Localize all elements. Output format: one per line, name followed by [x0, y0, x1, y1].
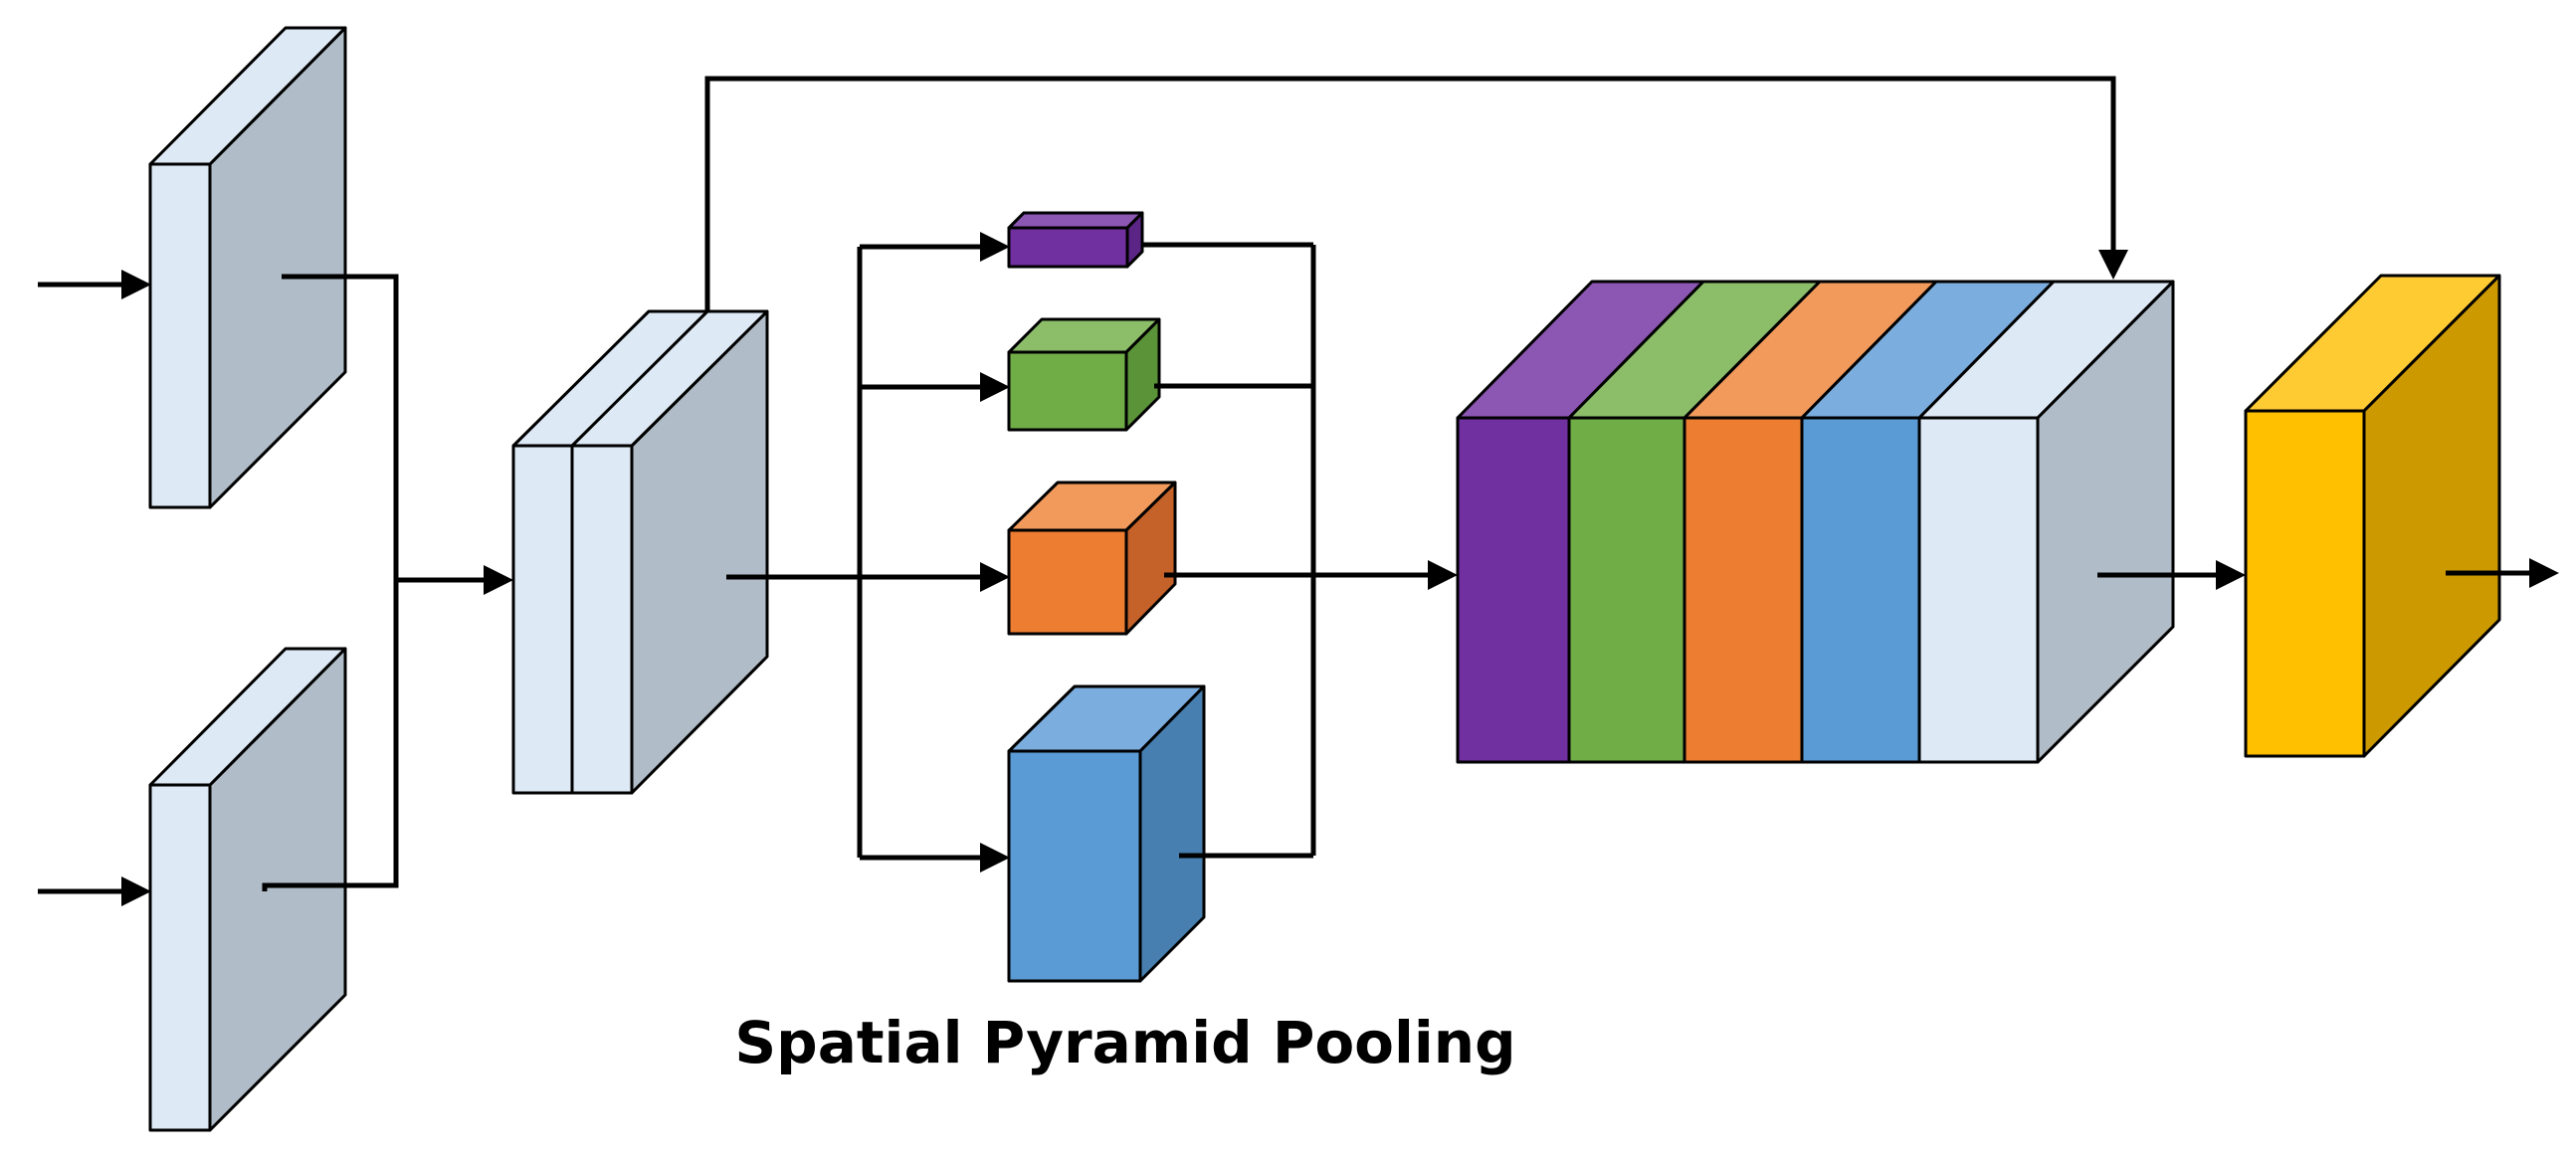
input-feature-map-top [148, 26, 347, 509]
pool-block-orange [1007, 481, 1177, 636]
output-feature-map [2244, 274, 2501, 758]
spp-concat-block [1456, 280, 2175, 764]
pool-block-purple [1007, 211, 1144, 269]
connections [38, 76, 2559, 906]
spp-caption: Spatial Pyramid Pooling [734, 1009, 1515, 1076]
input-feature-map-bottom [148, 647, 347, 1132]
pool-block-blue [1007, 684, 1206, 983]
skip-connection-arrow [704, 76, 2128, 311]
pool-block-green [1007, 317, 1161, 432]
merge-line-top [262, 274, 399, 891]
concat-feature-map [511, 309, 769, 795]
